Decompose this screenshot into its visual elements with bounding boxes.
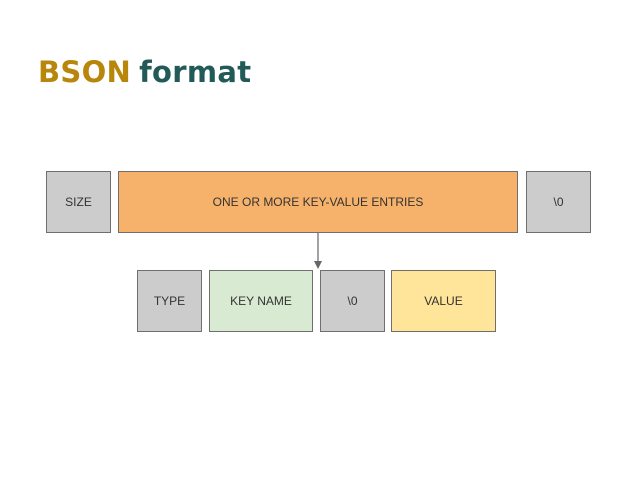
entry-key-terminator-box: \0 <box>320 270 385 332</box>
entry-type-label: TYPE <box>153 294 186 308</box>
key-value-entries-box: ONE OR MORE KEY-VALUE ENTRIES <box>118 171 518 233</box>
entry-type-box: TYPE <box>137 270 202 332</box>
key-value-entries-label: ONE OR MORE KEY-VALUE ENTRIES <box>212 195 424 209</box>
title-word-bson: BSON <box>38 55 132 89</box>
title-word-format: format <box>139 55 252 89</box>
expand-arrow-head <box>314 261 322 269</box>
entry-key-terminator-label: \0 <box>347 294 358 308</box>
size-field-box: SIZE <box>46 171 111 233</box>
entry-value-label: VALUE <box>424 294 463 308</box>
document-terminator-label: \0 <box>553 195 564 209</box>
entry-key-name-label: KEY NAME <box>230 294 292 308</box>
size-field-label: SIZE <box>65 195 92 209</box>
document-terminator-box: \0 <box>526 171 591 233</box>
entry-value-box: VALUE <box>391 270 496 332</box>
entry-key-name-box: KEY NAME <box>209 270 313 332</box>
